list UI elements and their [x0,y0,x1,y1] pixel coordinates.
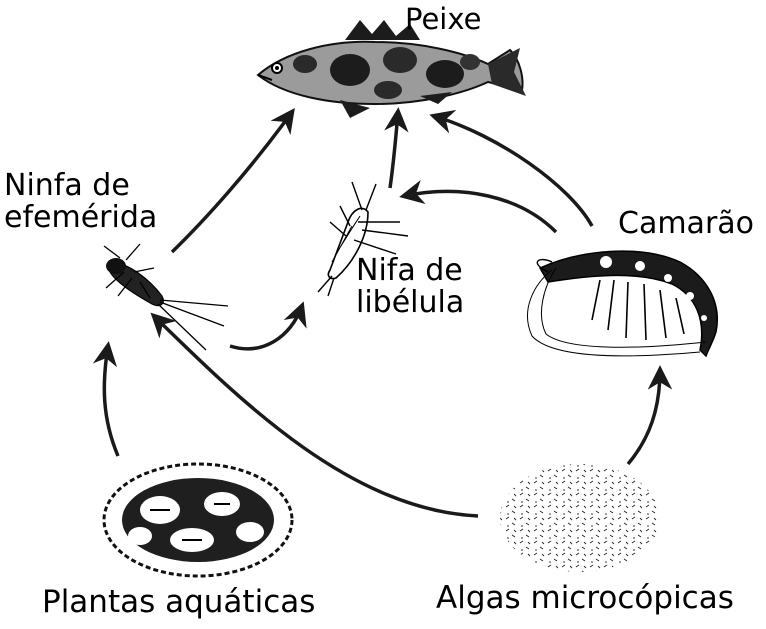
arrow-algae-to-shrimp [626,365,673,466]
arrow-shrimp-to-dragonfly [399,180,558,234]
label-peixe: Peixe [405,2,482,36]
arrow-mayfly-to-fish [170,108,295,254]
arrow-dragonfly-to-fish [384,107,409,189]
aquatic-plants-illustration [102,462,294,578]
fish-illustration [256,20,526,118]
arrow-mayfly-to-dragonfly [229,301,307,351]
label-plantas-aquaticas: Plantas aquáticas [42,584,316,620]
mayfly-nymph-illustration [103,243,229,351]
arrow-shrimp-to-fish [429,109,594,227]
label-algas-microcopicas: Algas microcópicas [436,580,734,616]
shrimp-illustration [527,250,718,358]
arrow-algae-to-mayfly [150,312,479,518]
arrow-plants-to-mayfly [92,341,120,457]
label-ninfa-efemerida-line-1: Ninfa de [4,168,130,203]
label-nifa-libelula: Nifa de libélula [356,253,465,321]
label-nifa-libelula-line-1: Nifa de [356,253,463,288]
label-camarao: Camarão [618,206,755,241]
label-ninfa-efemerida-line-2: efemérida [4,200,158,236]
food-web-arrows [92,107,673,518]
microscopic-algae-illustration [500,464,660,572]
label-ninfa-efemerida: Ninfa de efemérida [4,168,158,236]
label-nifa-libelula-line-2: libélula [356,285,465,321]
dragonfly-nymph-illustration [317,181,409,297]
